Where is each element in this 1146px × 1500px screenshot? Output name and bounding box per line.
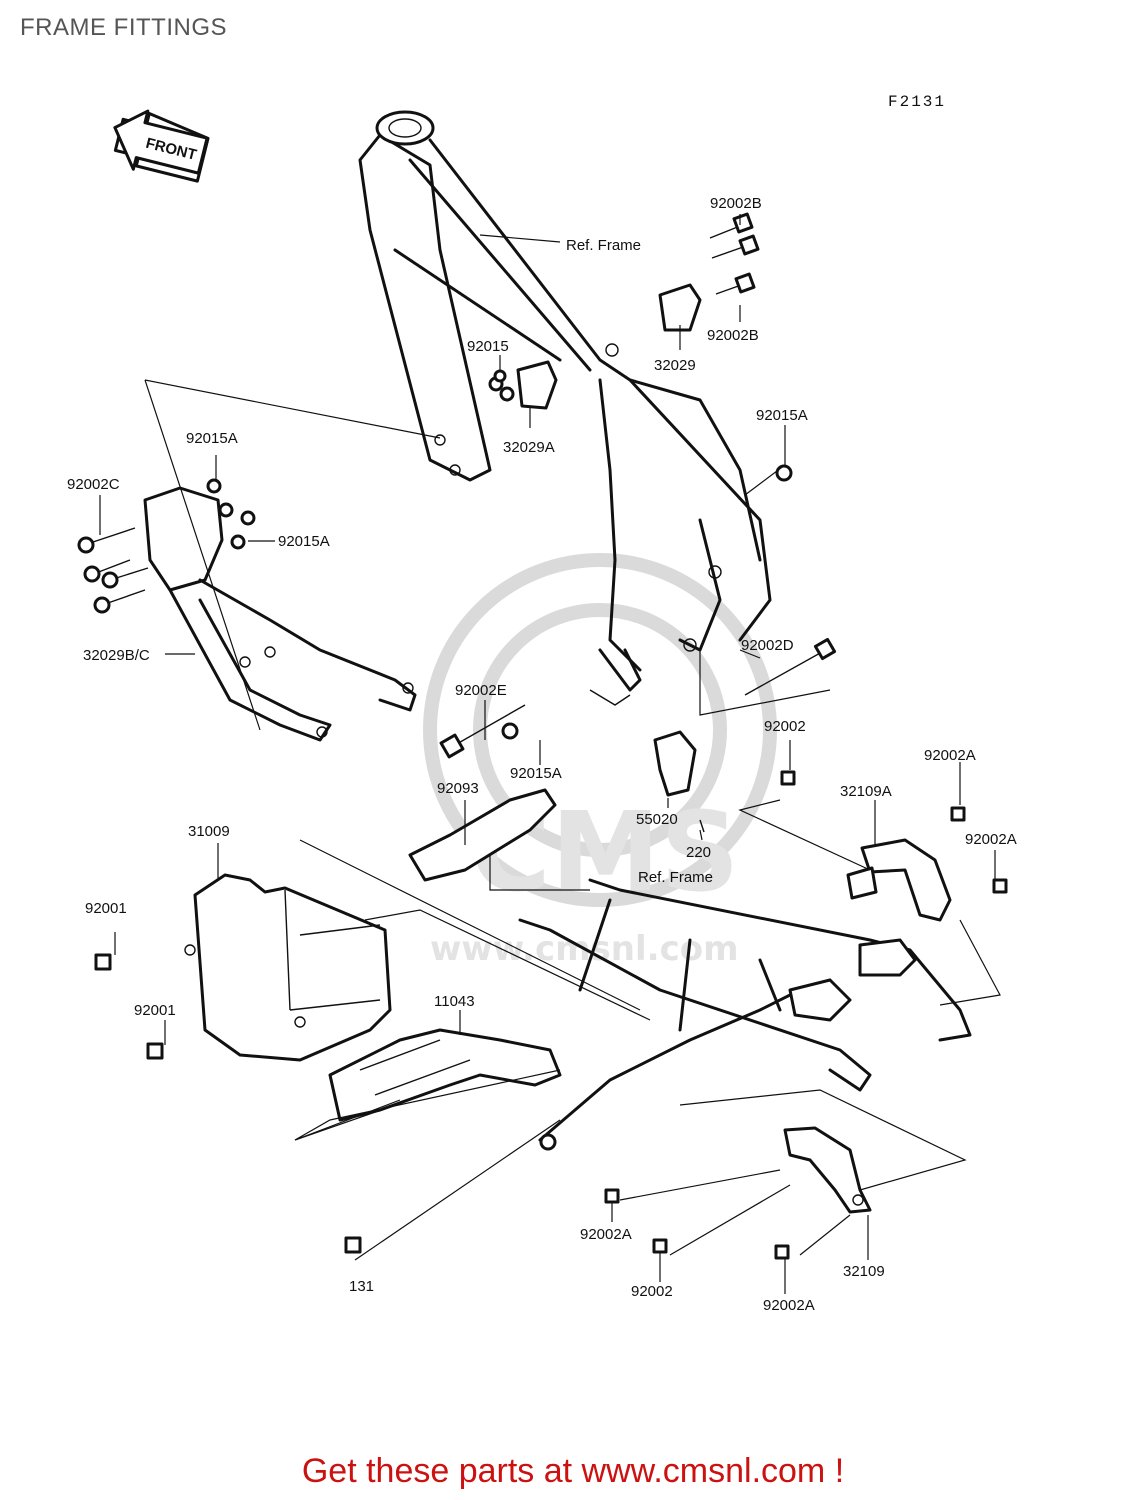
bolt-92002A-bottom-right: [774, 1244, 790, 1260]
label-92002-bottom: 92002: [631, 1283, 673, 1300]
label-32029: 32029: [654, 357, 696, 374]
label-92001-top: 92001: [85, 900, 127, 917]
bolt-92002E: [439, 704, 526, 759]
label-92002C: 92002C: [67, 476, 120, 493]
cover-92093: [408, 788, 557, 882]
label-220: 220: [686, 844, 711, 861]
bolt-92002A-bottom-left: [604, 1188, 620, 1204]
label-ref-frame-lower: Ref. Frame: [638, 869, 713, 886]
bolts-92002C: [77, 527, 149, 614]
label-92015A-left-mid: 92015A: [278, 533, 330, 550]
bolt-92002A-right-top: [950, 806, 966, 822]
bolts-92002B: [709, 212, 760, 295]
bracket-32029BC: [143, 486, 417, 742]
nuts-92015A-left: [206, 478, 256, 550]
watermark-logo: CMS www.cmsnl.com: [423, 553, 777, 969]
front-arrow-icon: FRONT: [113, 109, 210, 183]
label-92002A-bottom-right: 92002A: [763, 1297, 815, 1314]
label-92002E: 92002E: [455, 682, 507, 699]
bolt-131: [344, 1236, 362, 1254]
label-31009: 31009: [188, 823, 230, 840]
nut-92015A-center: [501, 722, 519, 740]
label-55020: 55020: [636, 811, 678, 828]
bracket-32029: [658, 283, 702, 332]
step-32109: [783, 1126, 872, 1214]
main-frame: [358, 110, 772, 706]
bolt-92002-bottom: [652, 1238, 668, 1254]
bracket-32029A: [516, 360, 558, 410]
bolt-92001-bottom: [146, 1042, 164, 1060]
label-92002D: 92002D: [741, 637, 794, 654]
label-92015A-left-top: 92015A: [186, 430, 238, 447]
label-92002A-bottom-left: 92002A: [580, 1226, 632, 1243]
label-92002B-mid: 92002B: [707, 327, 759, 344]
bolt-92002-center: [780, 770, 796, 786]
label-92001-bottom: 92001: [134, 1002, 176, 1019]
figure-code: F2131: [888, 93, 946, 111]
case-31009: [184, 873, 392, 1062]
guard-11043: [328, 1028, 562, 1122]
label-92002B-top: 92002B: [710, 195, 762, 212]
lower-frame: [518, 878, 972, 1151]
leader-lines: [99, 214, 1001, 1294]
bolt-92002D: [744, 637, 837, 696]
page-title: FRAME FITTINGS: [20, 14, 227, 41]
label-32029A: 32029A: [503, 439, 555, 456]
label-11043: 11043: [434, 993, 475, 1010]
bolt-92002A-right-mid: [992, 878, 1008, 894]
label-92015A-center: 92015A: [510, 765, 562, 782]
label-ref-frame-top: Ref. Frame: [566, 237, 641, 254]
label-92002A-right-top: 92002A: [924, 747, 976, 764]
label-32029BC: 32029B/C: [83, 647, 150, 664]
label-92093: 92093: [437, 780, 479, 797]
label-32109A: 32109A: [840, 783, 892, 800]
step-32109A: [846, 838, 952, 922]
cover-55020: [653, 730, 697, 797]
callout-labels: Ref. Frame 92002B 92002B 32029 92015 320…: [67, 195, 1017, 1314]
label-131: 131: [349, 1278, 374, 1295]
label-92015A-right: 92015A: [756, 407, 808, 424]
bolt-92001-top: [94, 953, 112, 971]
nuts-92015: [488, 369, 515, 402]
footer-link[interactable]: Get these parts at www.cmsnl.com !: [301, 1452, 845, 1490]
label-32109: 32109: [843, 1263, 885, 1280]
screw-220: [699, 819, 705, 833]
label-92002-center: 92002: [764, 718, 806, 735]
label-92002A-right-mid: 92002A: [965, 831, 1017, 848]
nut-92015A-right: [775, 464, 793, 482]
label-92015: 92015: [467, 338, 509, 355]
